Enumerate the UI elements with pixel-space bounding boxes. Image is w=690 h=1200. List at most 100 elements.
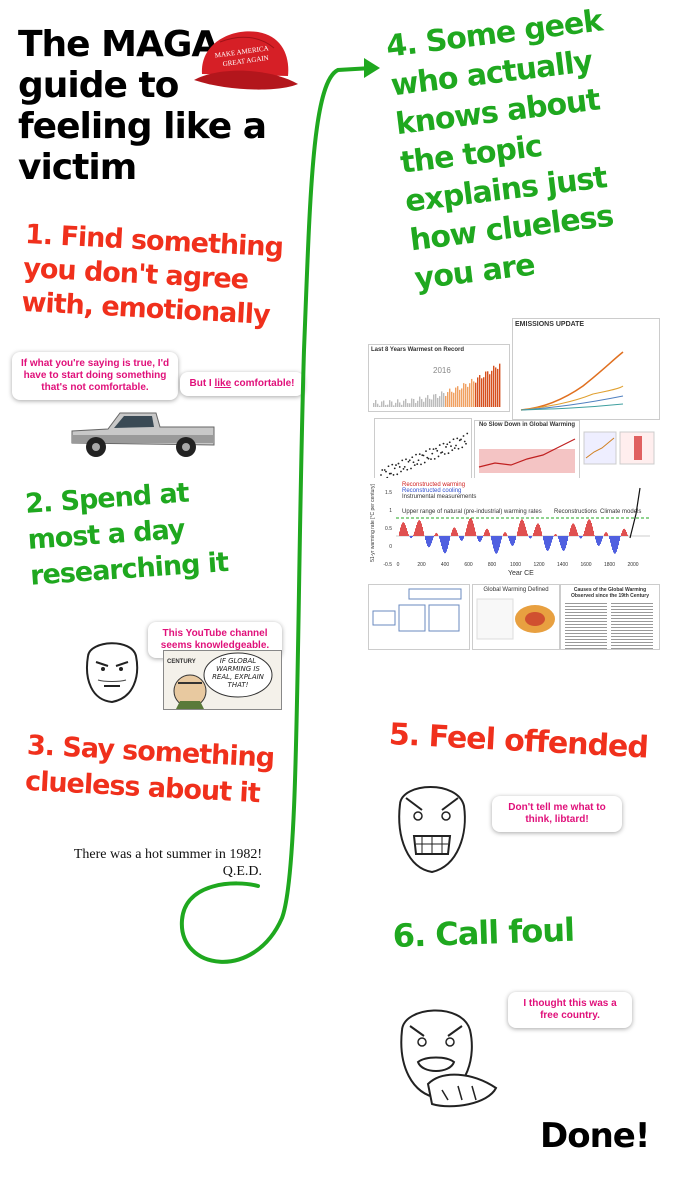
warming-bar	[418, 520, 419, 536]
temp-bar	[421, 399, 423, 407]
temp-bar	[461, 388, 463, 407]
paper-text-line	[565, 627, 607, 628]
temp-bar	[455, 387, 457, 407]
scatter-point	[465, 442, 467, 445]
temp-bar	[383, 400, 385, 407]
cooling-bar	[480, 536, 481, 542]
cooling-bar	[568, 536, 569, 537]
paper-text-line	[565, 621, 607, 622]
scatter-point	[460, 438, 462, 441]
cooling-bar	[482, 536, 483, 538]
warming-bar	[555, 534, 556, 536]
cooling-bar	[619, 536, 620, 541]
bubble-text-part: But I	[189, 378, 215, 389]
warming-bar	[466, 528, 467, 536]
warming-bar	[434, 534, 435, 536]
temp-bar	[405, 398, 407, 407]
bubble-text: I thought this was a free country.	[523, 998, 617, 1021]
paper-text-line	[611, 612, 653, 613]
warming-bar	[576, 529, 577, 536]
temp-bar	[477, 377, 479, 407]
cooling-bar	[412, 536, 413, 537]
scatter-point	[400, 470, 402, 473]
scatter-point	[463, 440, 466, 443]
warming-bar	[475, 531, 476, 536]
cooling-bar	[546, 536, 547, 551]
warming-bar	[453, 527, 454, 536]
warming-bar	[625, 529, 626, 536]
temp-bar	[401, 404, 403, 407]
cooling-bar	[441, 536, 442, 547]
warming-bar	[455, 528, 456, 536]
warming-bar	[589, 519, 590, 536]
cooling-bar	[449, 536, 450, 541]
bubble-text: If what you're saying is true, I'd have …	[20, 358, 170, 393]
warming-bar	[469, 518, 470, 536]
paper-text-line	[565, 636, 607, 637]
warming-bar	[569, 532, 570, 536]
cartoon-speech: IF GLOBAL WARMING IS REAL, EXPLAIN THAT!	[212, 657, 264, 689]
temp-bar	[413, 398, 415, 407]
warming-bar	[474, 527, 475, 536]
cooling-bar	[511, 536, 512, 546]
gw-defined-panel: Global Warming Defined	[472, 584, 560, 650]
temp-bar	[491, 370, 493, 407]
paper-text-line	[611, 630, 653, 631]
causes-diagram-image	[372, 588, 462, 632]
warming-bar	[405, 525, 406, 536]
x-tick-label: 1800	[604, 562, 615, 568]
warming-bar	[541, 531, 542, 536]
temp-bar	[385, 404, 387, 407]
scatter-point	[457, 447, 460, 450]
scatter-point	[390, 472, 392, 475]
warming-bar	[400, 527, 401, 536]
cooling-bar	[508, 536, 509, 539]
scatter-point	[420, 463, 422, 466]
natural-range-label: Upper range of natural (pre-industrial) …	[402, 509, 542, 515]
warming-bar	[537, 523, 538, 536]
rage-face-angry-image	[398, 786, 466, 874]
warming-bar	[539, 524, 540, 536]
legend-instrumental: Instrumental measurements	[402, 494, 477, 500]
x-tick-label: 600	[464, 562, 473, 568]
cooling-bar	[544, 536, 545, 545]
scatter-point	[380, 474, 382, 476]
warming-bar	[457, 532, 458, 536]
warming-bar	[570, 528, 571, 536]
cooling-bar	[579, 536, 580, 538]
cooling-bar	[549, 536, 550, 549]
warming-bar	[575, 526, 576, 536]
paper-text-line	[565, 630, 607, 631]
warming-bar	[408, 534, 409, 536]
temp-bar	[423, 401, 425, 407]
cooling-bar	[567, 536, 568, 542]
warming-bar	[624, 528, 625, 536]
temp-bar	[437, 397, 439, 407]
x-tick-label: 200	[417, 562, 426, 568]
cooling-bar	[548, 536, 549, 551]
paper-text-line	[611, 636, 653, 637]
cooling-bar	[496, 536, 497, 554]
cooling-bar	[609, 536, 610, 539]
cooling-bar	[552, 536, 553, 540]
paper-text-line	[611, 642, 653, 643]
warming-bar	[518, 527, 519, 536]
paper-title: Causes of the Global Warming Observed si…	[570, 587, 650, 599]
scatter-point	[443, 453, 446, 455]
temperature-chart-panel: Last 8 Years Warmest on Record 2016	[368, 344, 510, 412]
temp-bar	[399, 402, 401, 407]
cooling-bar	[543, 536, 544, 541]
warming-bar	[416, 524, 417, 536]
warming-bar	[584, 530, 585, 536]
warming-bar	[588, 519, 589, 536]
x-tick-label: 800	[488, 562, 497, 568]
scatter-point	[462, 435, 465, 437]
temp-bar	[395, 402, 397, 407]
paper-text-line	[611, 648, 653, 649]
scatter-point	[413, 464, 416, 467]
warming-bar	[454, 527, 455, 536]
temp-bar	[481, 378, 483, 407]
scatter-point	[403, 465, 406, 468]
temp-bar	[407, 403, 409, 407]
bubble-text-underlined: like	[214, 378, 232, 389]
